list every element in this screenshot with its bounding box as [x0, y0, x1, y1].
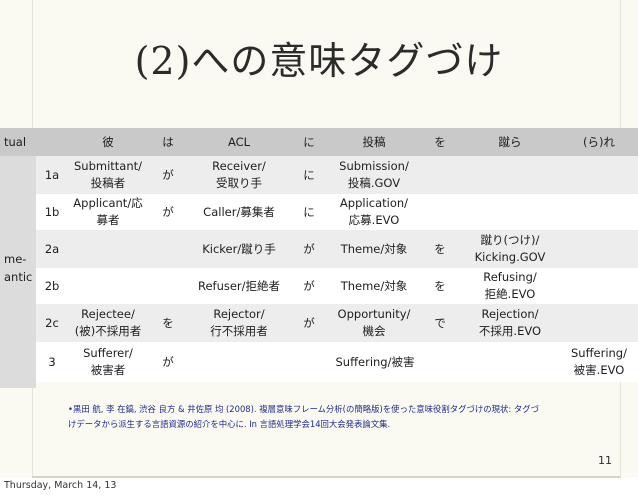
table-cell: Submittant/ 投稿者 — [73, 159, 143, 190]
row-id: 3 — [48, 354, 56, 369]
table-cell: Sufferer/ 被害者 — [83, 346, 133, 377]
table-cell: Applicant/応 募者 — [73, 196, 143, 227]
page-number: 11 — [598, 454, 612, 467]
table-cell: が — [303, 315, 315, 330]
table-cell: 蹴り(つけ)/ Kicking.GOV — [474, 233, 546, 264]
reference-footnote: •黒田 航, 李 在鎬, 渋谷 良方 & 井佐原 均 (2008). 複層意味フ… — [68, 402, 608, 432]
table-cell: が — [303, 278, 315, 293]
row-id: 2b — [44, 278, 60, 293]
header-cell-3: ACL — [227, 134, 251, 149]
footnote-line-1: •黒田 航, 李 在鎬, 渋谷 良方 & 井佐原 均 (2008). 複層意味フ… — [68, 402, 608, 417]
footnote-text-1: 黒田 航, 李 在鎬, 渋谷 良方 & 井佐原 均 (2008). 複層意味フレ… — [72, 404, 539, 414]
table-cell: Theme/対象 — [340, 241, 408, 256]
row-id: 2a — [44, 241, 60, 256]
table-cell: Caller/募集者 — [203, 204, 275, 219]
table-cell: で — [434, 315, 446, 330]
table-cell: Suffering/被害 — [335, 354, 415, 369]
header-cell-5: 投稿 — [362, 134, 386, 149]
table-cell: を — [434, 241, 446, 256]
table-cell: を — [162, 315, 174, 330]
row-id: 2c — [45, 315, 59, 330]
table-cell: Refusing/ 拒絶.EVO — [483, 270, 537, 301]
footnote-line-2: けデータから派生する言語資源の紹介を中心に. In 言語処理学会14回大会発表論… — [68, 419, 391, 429]
header-cell-4: に — [303, 134, 315, 149]
footnote-bullet: • — [68, 404, 73, 414]
table-cell: Theme/対象 — [340, 278, 408, 293]
table-cell: が — [162, 167, 174, 182]
header-cell-0: tual — [4, 134, 27, 149]
header-cell-7: 蹴ら — [498, 134, 522, 149]
table-cell: Refuser/拒絶者 — [197, 278, 281, 293]
header-cell-2: は — [162, 134, 174, 149]
table-cell: Rejectee/ (被)不採用者 — [74, 307, 142, 338]
table-cell: Submission/ 投稿.GOV — [339, 159, 409, 190]
side-label-line-2: antic — [4, 269, 33, 284]
table-cell: Rejection/ 不採用.EVO — [478, 307, 542, 338]
slide-date: Thursday, March 14, 13 — [4, 480, 117, 491]
table-cell: が — [303, 241, 315, 256]
header-cell-6: を — [434, 134, 446, 149]
table-cell: Kicker/蹴り手 — [202, 241, 276, 256]
row-id: 1b — [44, 204, 60, 219]
header-cell-8: (ら)れ — [583, 134, 615, 149]
header-cell-1: 彼 — [102, 134, 114, 149]
paper-edge-bottom — [32, 476, 620, 478]
table-cell: を — [434, 278, 446, 293]
table-cell: Opportunity/ 機会 — [337, 307, 411, 338]
table-cell: に — [303, 204, 315, 219]
side-label-line-1: me- — [4, 251, 27, 266]
row-id: 1a — [44, 167, 60, 182]
table-cell: Receiver/ 受取り手 — [212, 159, 266, 190]
table-cell: Application/ 応募.EVO — [339, 196, 409, 227]
table-cell: に — [303, 167, 315, 182]
table-cell: が — [162, 354, 174, 369]
table-cell: が — [162, 204, 174, 219]
table-cell: Suffering/ 被害.EVO — [571, 346, 627, 377]
table-cell: Rejector/ 行不採用者 — [210, 307, 268, 338]
slide-title: (2)への意味タグづけ — [134, 39, 504, 83]
